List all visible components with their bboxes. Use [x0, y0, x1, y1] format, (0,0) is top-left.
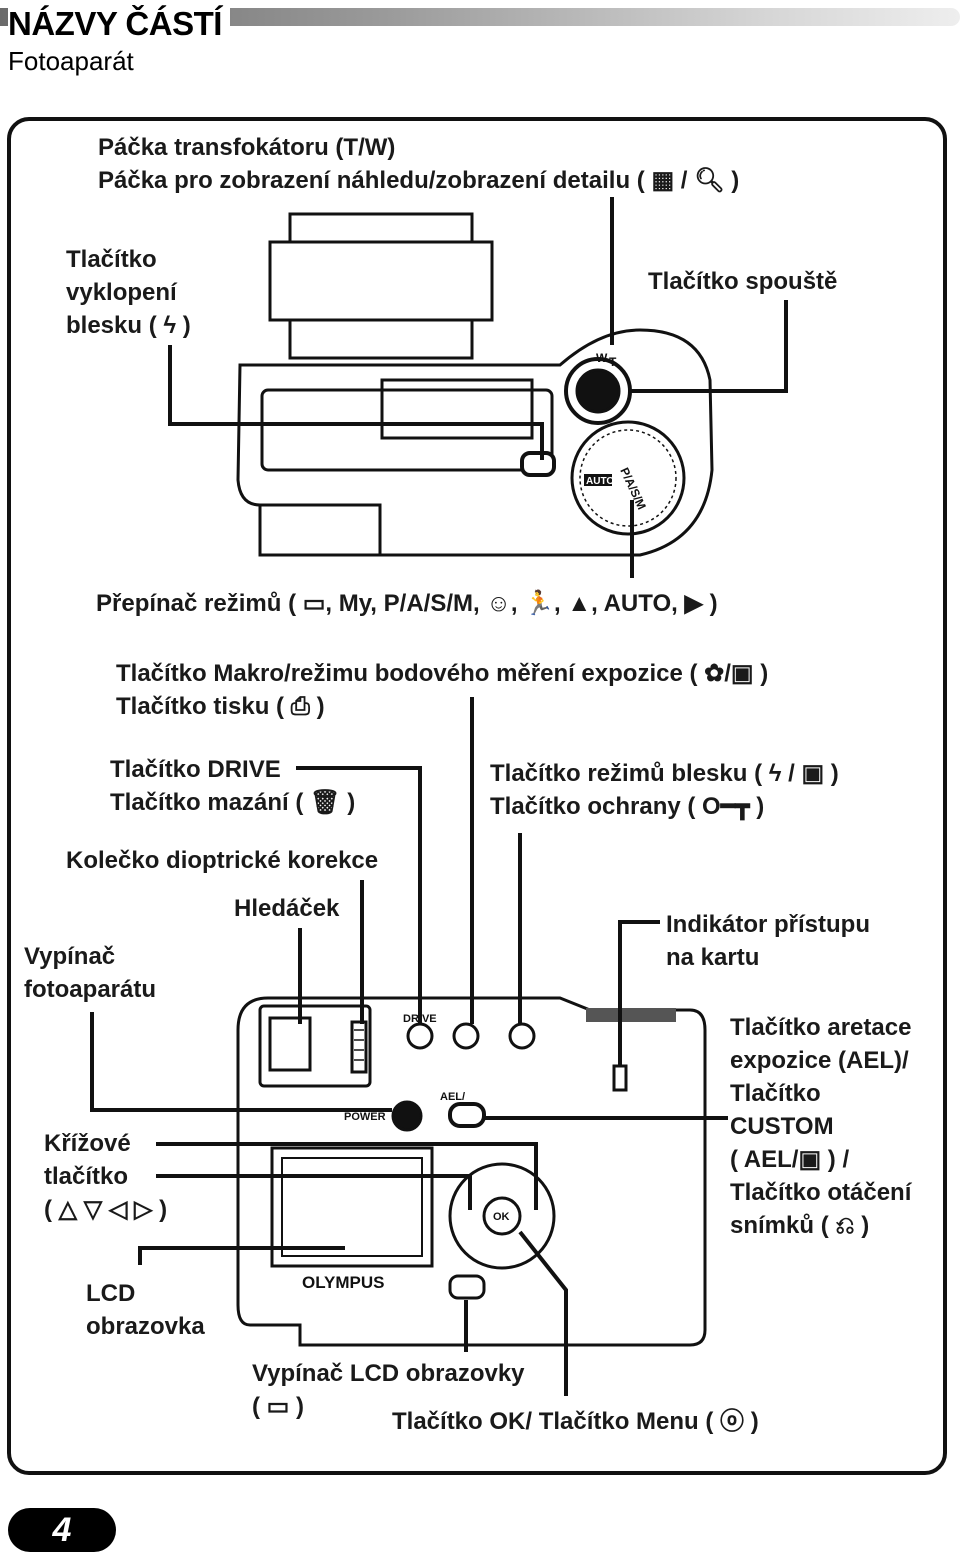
section-subtitle: Fotoaparát [8, 46, 134, 76]
ael-marking: AEL/ [440, 1091, 465, 1103]
camera-top-view [236, 212, 714, 557]
label-macro-print: Tlačítko Makro/režimu bodového měření ex… [116, 660, 769, 720]
lens-base [288, 318, 474, 360]
label-lcd: LCD obrazovka [86, 1280, 205, 1340]
arrow-pad [448, 1162, 556, 1270]
leader-shutter [630, 300, 788, 393]
label-arrow-pad: Křížové tlačítko ( △ ▽ ◁ ▷ ) [44, 1130, 168, 1223]
zoom-lever-text: Páčka transfokátoru (T/W) [98, 134, 396, 161]
label-power: Vypínač fotoaparátu [24, 943, 156, 1003]
zoom-t-marking: T [609, 355, 617, 369]
label-card-access: Indikátor přístupu na kartu [666, 911, 870, 971]
power-marking: POWER [344, 1111, 386, 1123]
mode-dial [570, 420, 686, 536]
viewfinder-eyepiece [268, 1016, 312, 1072]
zoom-w-marking: W [596, 351, 608, 365]
flash-housing [260, 388, 554, 472]
lcd-switch-back [448, 1274, 486, 1300]
leader-arrow-mid [156, 1174, 472, 1210]
header-bar [0, 8, 960, 26]
leader-lines [90, 197, 788, 1396]
shutter-button [575, 368, 621, 414]
viewfinder-housing [258, 1004, 372, 1088]
label-ael: Tlačítko aretace expozice (AEL)/ Tlačítk… [730, 1014, 912, 1239]
leader-drive [296, 766, 422, 1024]
leader-ok [518, 1230, 568, 1396]
label-mode-dial: Přepínač režimů ( ▭, My, P/A/S/M, ☺, 🏃, … [96, 590, 718, 617]
camera-body-back [236, 996, 707, 1347]
ok-button-back [482, 1196, 522, 1236]
brand-marking: OLYMPUS [302, 1273, 385, 1292]
label-lcd-switch: Vypínač LCD obrazovky ( ▭ ) [252, 1360, 525, 1420]
page-number-badge: 4 [8, 1508, 116, 1552]
dial-auto-box [584, 474, 612, 486]
ok-marking: OK [493, 1211, 510, 1223]
label-shutter: Tlačítko spouště [648, 268, 838, 295]
label-diopter: Kolečko dioptrické korekce [66, 847, 379, 874]
leader-power [90, 1012, 392, 1112]
macro-button-back [452, 1022, 480, 1050]
ael-button-back [448, 1102, 486, 1128]
leader-arrow-top [156, 1142, 538, 1210]
grip-texture [586, 1008, 676, 1022]
label-drive-erase: Tlačítko DRIVE Tlačítko mazání ( 🗑 ) [110, 756, 356, 816]
leader-lcd [138, 1246, 345, 1265]
flash-window [380, 378, 534, 440]
diagram-frame [7, 117, 947, 1475]
index-lever-text: Páčka pro zobrazení náhledu/zobrazení de… [98, 167, 740, 194]
label-ok-menu: Tlačítko OK/ Tlačítko Menu ( ⓞ ) [392, 1408, 759, 1435]
dial-auto-marking: AUTO [586, 476, 614, 487]
flash-popup-button-top [520, 451, 556, 477]
grip [258, 503, 382, 557]
lcd-bezel [270, 1146, 434, 1268]
lens-barrel [268, 240, 494, 322]
power-switch-back [391, 1100, 423, 1132]
label-viewfinder: Hledáček [234, 895, 340, 922]
lcd-screen [281, 1157, 423, 1257]
leader-card-access [618, 920, 660, 1066]
section-title: NÁZVY ČÁSTÍ [8, 4, 230, 44]
label-flash-protect: Tlačítko režimů blesku ( ϟ / ▣ ) Tlačítk… [490, 760, 839, 820]
leader-flash-popup [168, 345, 544, 460]
label-flash-popup: Tlačítko vyklopení blesku ( ϟ ) [66, 246, 191, 339]
diopter-wheel [350, 1020, 368, 1074]
camera-back-view [236, 996, 707, 1347]
label-zoom-lever: Páčka transfokátoru (T/W) Páčka pro zobr… [98, 131, 739, 197]
